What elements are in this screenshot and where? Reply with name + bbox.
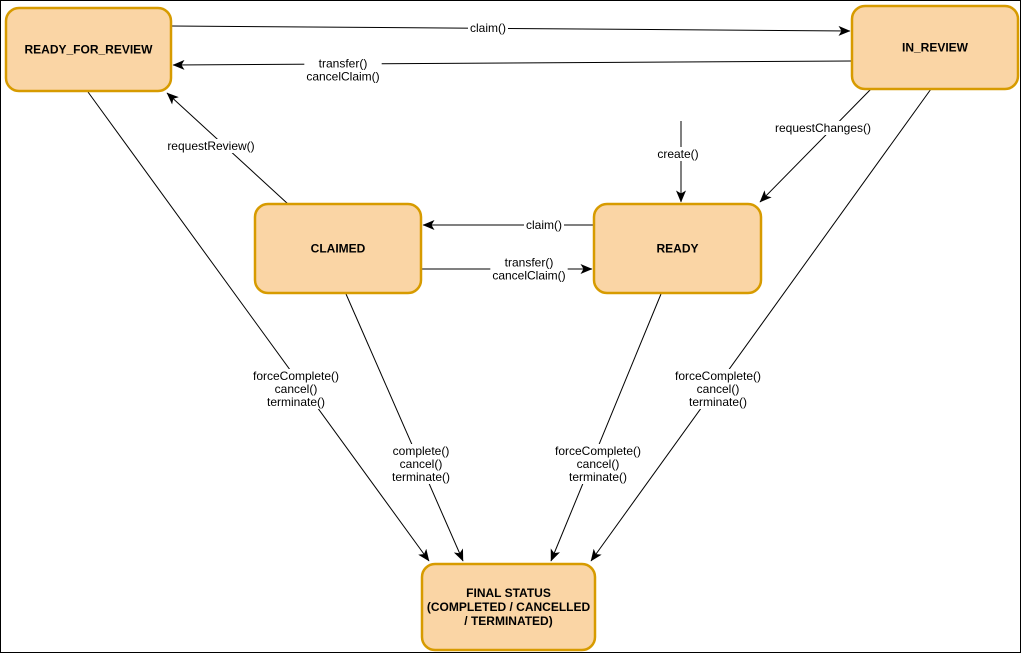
edge-label-line: transfer() <box>505 256 554 270</box>
state-node-box <box>592 202 763 295</box>
edge-label-transfer-to-ready-for-review: transfer()cancelClaim() <box>304 56 382 84</box>
state-node-box <box>850 4 1020 91</box>
edge-label-line: requestChanges() <box>775 121 871 135</box>
edge-label-line: create() <box>657 147 698 161</box>
edge-label-request-review: requestReview() <box>165 139 257 153</box>
edge-label-line: cancel() <box>275 382 318 396</box>
state-node-ready: READY <box>592 202 763 295</box>
edge-label-line: cancel() <box>697 382 740 396</box>
state-node-label: READY_FOR_REVIEW <box>24 43 153 57</box>
transition-edge-request-changes <box>759 88 872 203</box>
state-node-label: IN_REVIEW <box>902 41 969 55</box>
edge-label-line: terminate() <box>689 395 747 409</box>
state-node-label: FINAL STATUS <box>466 586 551 600</box>
edge-label-line: claim() <box>470 21 506 35</box>
transition-edge-ready-for-review-to-final <box>87 91 430 562</box>
edge-label-bg <box>304 56 382 84</box>
edge-label-line: forceComplete() <box>555 444 641 458</box>
edge-label-claimed-to-final: complete()cancel()terminate() <box>389 444 453 484</box>
edge-label-line: cancel() <box>400 457 443 471</box>
state-node-ready-for-review: READY_FOR_REVIEW <box>4 6 173 93</box>
edge-label-bg <box>389 444 453 484</box>
edge-label-request-changes: requestChanges() <box>772 121 874 135</box>
edge-label-bg <box>655 147 701 161</box>
edge-label-transfer-to-ready: transfer()cancelClaim() <box>490 255 568 283</box>
edge-label-bg <box>468 21 508 35</box>
edge-label-in-review-to-final: forceComplete()cancel()terminate() <box>672 369 764 409</box>
state-node-in-review: IN_REVIEW <box>850 4 1020 91</box>
edge-label-line: terminate() <box>569 470 627 484</box>
state-node-final-status: FINAL STATUS(COMPLETED / CANCELLED/ TERM… <box>420 562 597 652</box>
edge-label-bg <box>772 121 874 135</box>
state-node-claimed: CLAIMED <box>253 202 423 295</box>
transition-edge-claimed-to-final <box>345 293 464 562</box>
state-node-label: / TERMINATED) <box>464 614 552 628</box>
state-node-box <box>4 6 173 93</box>
edge-label-ready-for-review-to-final: forceComplete()cancel()terminate() <box>250 369 342 409</box>
state-node-label: (COMPLETED / CANCELLED <box>427 600 591 614</box>
edge-label-line: claim() <box>526 218 562 232</box>
edge-label-line: cancelClaim() <box>306 70 379 84</box>
edge-label-bg <box>250 369 342 409</box>
edge-label-line: transfer() <box>319 57 368 71</box>
transition-edge-ready-to-final <box>550 293 662 562</box>
edge-label-line: requestReview() <box>167 139 254 153</box>
state-node-label: READY <box>656 242 698 256</box>
edge-label-ready-to-final: forceComplete()cancel()terminate() <box>552 444 644 484</box>
edge-label-line: terminate() <box>267 395 325 409</box>
edge-label-line: cancelClaim() <box>492 269 565 283</box>
edge-label-claim-to-in-review: claim() <box>468 21 508 35</box>
edge-label-bg <box>672 369 764 409</box>
state-node-label: CLAIMED <box>311 242 366 256</box>
edge-label-bg <box>552 444 644 484</box>
transition-edge-in-review-to-final <box>590 88 932 562</box>
edge-label-line: forceComplete() <box>253 369 339 383</box>
edge-label-bg <box>524 218 564 232</box>
edge-label-line: forceComplete() <box>675 369 761 383</box>
edge-label-create: create() <box>655 147 701 161</box>
edge-label-line: terminate() <box>392 470 450 484</box>
state-node-box <box>420 562 597 652</box>
edge-label-claim-to-claimed: claim() <box>524 218 564 232</box>
transition-edge-claim-to-in-review <box>170 25 851 36</box>
state-node-box <box>253 202 423 295</box>
edge-label-line: complete() <box>393 444 450 458</box>
edge-label-line: cancel() <box>577 457 620 471</box>
transition-edge-transfer-to-ready-for-review <box>172 59 853 70</box>
edge-label-bg <box>165 139 257 153</box>
edge-label-bg <box>490 255 568 283</box>
